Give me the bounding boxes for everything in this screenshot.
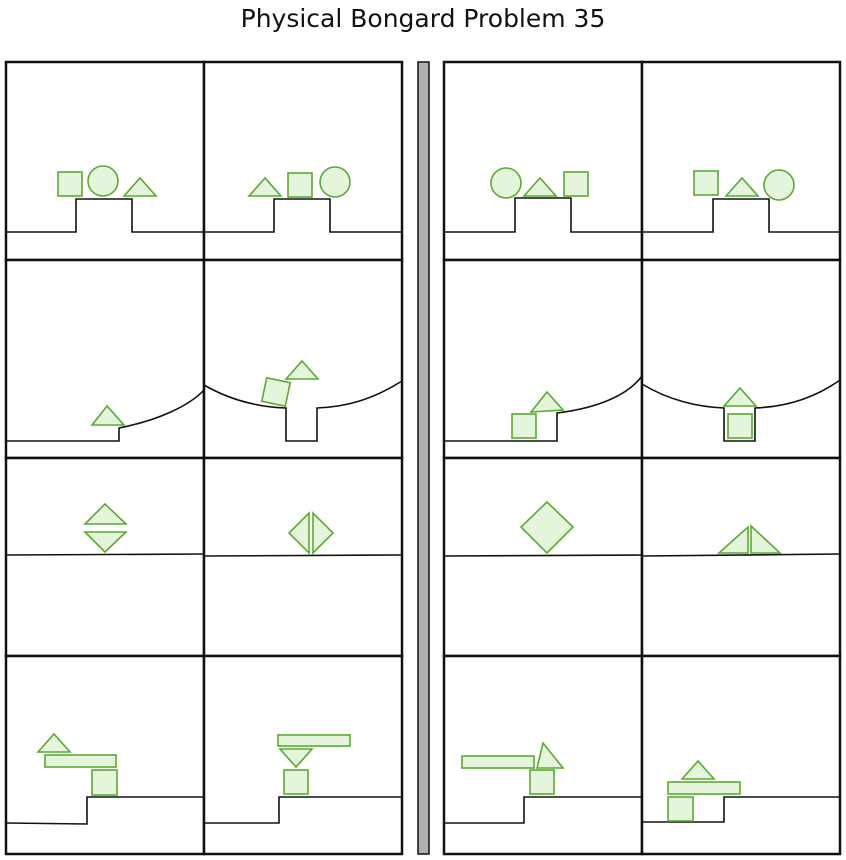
triangle-shape — [278, 748, 314, 769]
panel-right-r2-c1 — [442, 258, 644, 460]
ground-line — [6, 198, 204, 233]
square-shape — [563, 171, 589, 197]
rectangle-shape — [277, 734, 351, 747]
triangle-shape — [680, 759, 716, 780]
ground-line — [204, 796, 402, 824]
triangle-shape — [284, 359, 320, 380]
ground-line — [5, 553, 205, 556]
square-shape — [57, 171, 83, 197]
triangle-shape — [724, 176, 760, 197]
ground-line — [642, 198, 840, 233]
panel-right-r3-c2 — [640, 456, 842, 658]
panel-left-r2-c1 — [4, 258, 206, 460]
ground-line — [444, 375, 643, 442]
rectangle-shape — [461, 755, 535, 769]
panel-right-r2-c2 — [640, 258, 842, 460]
ground-line — [642, 796, 840, 823]
ground-line — [204, 198, 402, 233]
triangle-shape — [522, 176, 558, 197]
circle-shape — [490, 167, 522, 199]
square-shape — [91, 769, 118, 796]
panel-left-r3-c1 — [4, 456, 206, 658]
triangle-shape — [716, 525, 749, 554]
panel-right-r1-c2 — [640, 60, 842, 262]
triangle-shape — [90, 404, 126, 426]
ground-line — [5, 796, 204, 825]
square-shape — [287, 172, 313, 198]
triangle-shape — [36, 732, 72, 753]
ground-line — [203, 554, 403, 557]
panel-right-r4-c2 — [640, 654, 842, 856]
square-shape — [511, 413, 537, 439]
ground-line — [203, 380, 403, 442]
panel-left-r1-c2 — [202, 60, 404, 262]
diamond-shape — [519, 500, 575, 555]
triangle-shape — [722, 386, 758, 407]
rectangle-shape — [44, 754, 117, 768]
square-shape — [667, 796, 694, 822]
panel-left-r4-c1 — [4, 654, 206, 856]
square-shape — [693, 170, 719, 196]
square-shape — [529, 769, 555, 795]
panel-right-r4-c1 — [442, 654, 644, 856]
triangle-shape — [287, 511, 310, 555]
panel-right-r1-c1 — [442, 60, 644, 262]
circle-shape — [87, 165, 119, 197]
triangle-shape — [83, 531, 128, 554]
square-shape — [283, 769, 309, 795]
panel-right-r3-c1 — [442, 456, 644, 658]
panel-left-r3-c2 — [202, 456, 404, 658]
triangle-shape — [529, 390, 565, 413]
divider-bar — [417, 61, 430, 855]
panel-left-r4-c2 — [202, 654, 404, 856]
triangle-shape — [247, 176, 283, 197]
circle-shape — [763, 169, 795, 201]
ground-line — [6, 389, 205, 442]
ground-line — [444, 796, 642, 824]
rectangle-shape — [667, 781, 741, 795]
ground-line — [641, 379, 841, 442]
page-title: Physical Bongard Problem 35 — [240, 4, 606, 33]
ground-line — [443, 554, 643, 557]
ground-line — [641, 553, 841, 557]
ground-line — [444, 197, 642, 233]
square-shape — [260, 376, 292, 408]
square-shape — [727, 413, 753, 439]
triangle-shape — [535, 741, 565, 769]
panel-left-r2-c2 — [202, 258, 404, 460]
left-side — [4, 60, 404, 856]
circle-shape — [319, 166, 351, 198]
triangle-shape — [750, 524, 783, 554]
triangle-shape — [122, 176, 158, 197]
right-side — [442, 60, 842, 856]
panel-left-r1-c1 — [4, 60, 206, 262]
triangle-shape — [312, 511, 335, 555]
triangle-shape — [83, 502, 128, 525]
